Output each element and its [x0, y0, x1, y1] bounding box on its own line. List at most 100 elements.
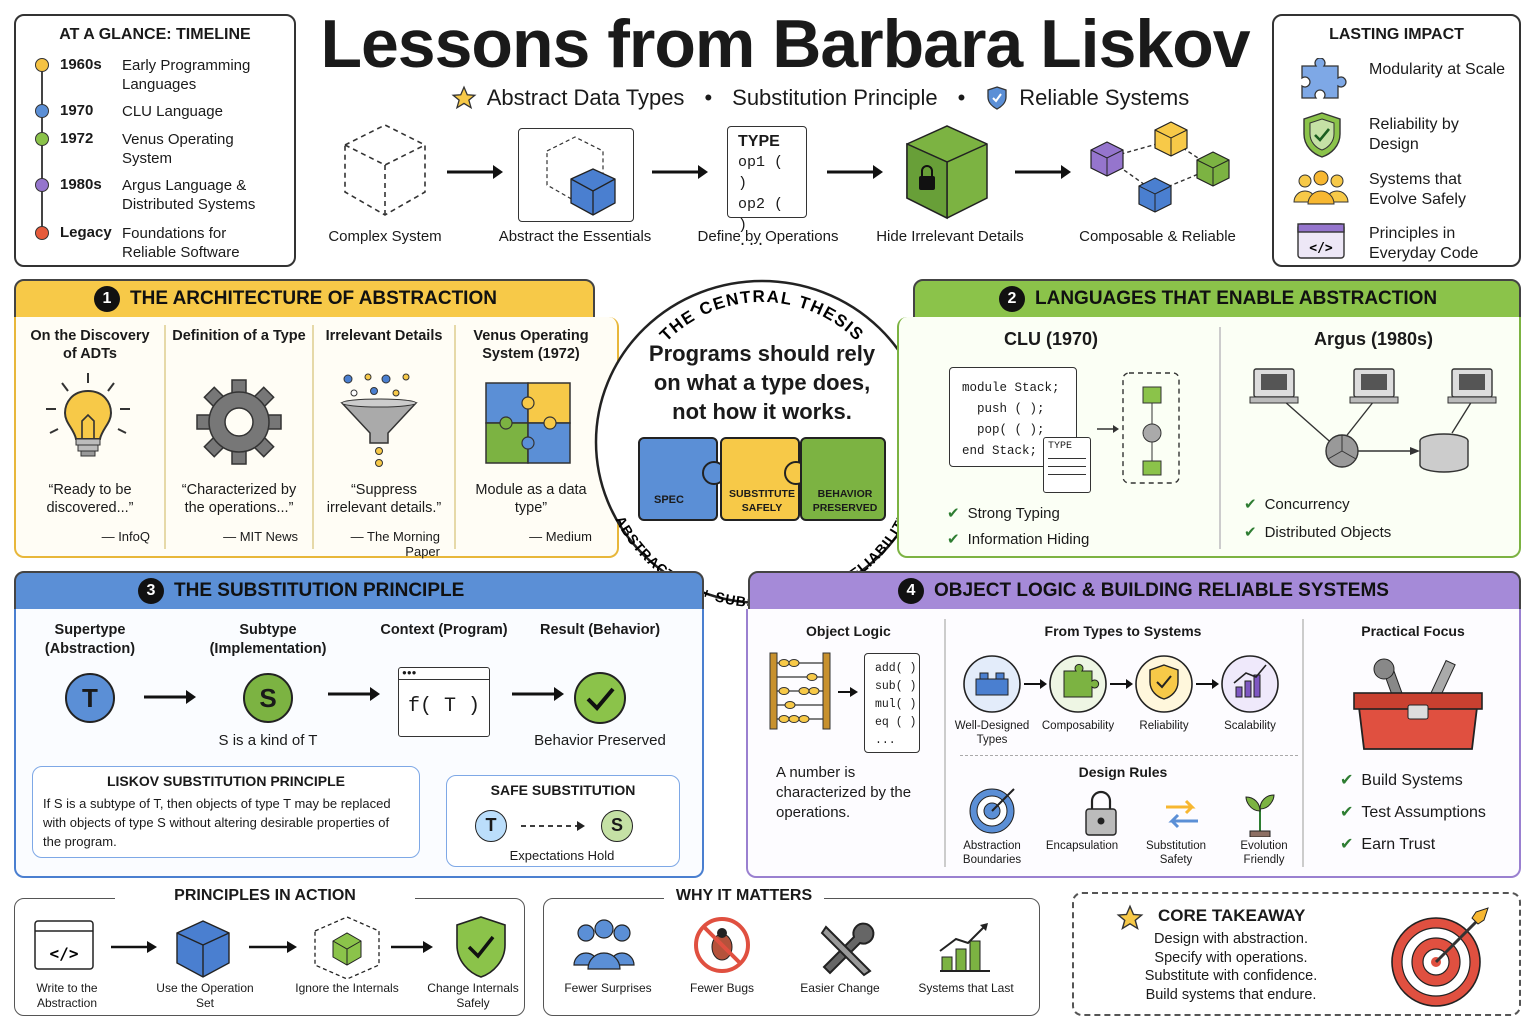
- abacus-icon: [769, 652, 831, 730]
- check-item: ✔Information Hiding: [947, 527, 1089, 553]
- sec1-col-divider: [454, 325, 456, 549]
- arrow-right-icon: [512, 687, 564, 701]
- sec1-col-title: Irrelevant Details: [325, 328, 443, 344]
- sec1-col-divider: [312, 325, 314, 549]
- flow-step-define-operations: Define by Operations: [697, 228, 839, 245]
- check-item: ✔Test Assumptions: [1340, 797, 1486, 829]
- sec3-step-caption: Behavior Preserved: [534, 732, 666, 749]
- sec3-step-title: Supertype (Abstraction): [44, 622, 136, 657]
- arrow-right-icon: [447, 165, 503, 179]
- object-logic-title: Object Logic: [806, 623, 891, 639]
- check-icon: ✔: [1340, 772, 1354, 789]
- gear-icon: [196, 379, 282, 465]
- section3-header: 3 THE SUBSTITUTION PRINCIPLE: [14, 571, 704, 611]
- thesis-text: Programs should rely on what a type does…: [648, 341, 876, 424]
- why-heading: WHY IT MATTERS: [664, 887, 824, 905]
- section2-body: CLU (1970) module Stack; push ( ); pop( …: [897, 317, 1521, 558]
- people-icon: [1293, 170, 1349, 205]
- subtitle-row: Abstract Data Types • Substitution Princ…: [420, 82, 1220, 114]
- check-label: Information Hiding: [967, 531, 1090, 548]
- section4-divider-2: [1302, 619, 1304, 867]
- flow-step-composable: Composable & Reliable: [1079, 228, 1236, 245]
- section4-divider-1: [944, 619, 946, 867]
- type-card-title: TYPE: [738, 133, 780, 150]
- section2-title: LANGUAGES THAT ENABLE ABSTRACTION: [1035, 288, 1438, 309]
- puzzle-spec-label: SPEC: [654, 494, 684, 506]
- clu-type-label: TYPE: [1048, 441, 1073, 452]
- target-icon: [1391, 907, 1489, 1007]
- sec1-col-title: On the Discovery of ADTs: [30, 328, 150, 362]
- sec1-col-quote: Module as a data type”: [475, 482, 587, 516]
- timeline-year: 1972: [60, 130, 94, 147]
- check-icon: ✔: [1340, 804, 1354, 821]
- sec3-step-title: Subtype (Implementation): [209, 622, 327, 657]
- toolbox-icon: [1353, 658, 1483, 750]
- timeline-label: Venus Operating System: [122, 131, 234, 167]
- why-label: Easier Change: [800, 981, 880, 995]
- check-icon: ✔: [1244, 496, 1257, 513]
- tts-label: Reliability: [1139, 720, 1189, 732]
- section2-header: 2 LANGUAGES THAT ENABLE ABSTRACTION: [913, 279, 1521, 319]
- timeline-label: Argus Language & Distributed Systems: [122, 177, 256, 213]
- op-item: sub( ): [875, 680, 917, 693]
- check-circle-icon: [574, 672, 626, 724]
- arrow-right-icon: [652, 165, 708, 179]
- tts-label: Composability: [1041, 720, 1115, 732]
- timeline-dot: [35, 132, 49, 146]
- check-item: ✔Earn Trust: [1340, 829, 1486, 861]
- check-label: Earn Trust: [1361, 836, 1436, 853]
- timeline-year: 1970: [60, 102, 94, 119]
- svg-text:</>: </>: [50, 944, 79, 963]
- clu-code-line: end Stack;: [962, 444, 1038, 458]
- lsp-title: LISKOV SUBSTITUTION PRINCIPLE: [106, 773, 345, 789]
- takeaway-line: Substitute with confidence.: [1144, 968, 1318, 984]
- section1-header: 1 THE ARCHITECTURE OF ABSTRACTION: [14, 279, 595, 319]
- star-icon: [451, 85, 477, 110]
- takeaway-line: Build systems that endure.: [1145, 986, 1317, 1003]
- why-label: Fewer Bugs: [689, 981, 755, 995]
- puzzle-grid-icon: [485, 382, 571, 464]
- sec1-col-divider: [164, 325, 166, 549]
- takeaway-heading: CORE TAKEAWAY: [1158, 906, 1306, 925]
- timeline-label: Foundations for Reliable Software: [122, 225, 240, 261]
- flow-step-hide-details: Hide Irrelevant Details: [876, 228, 1024, 245]
- subtitle-separator: •: [957, 85, 966, 110]
- practical-checks: ✔Build Systems✔Test Assumptions✔Earn Tru…: [1340, 765, 1486, 861]
- clu-type-card: TYPE: [1043, 437, 1091, 493]
- timeline-dot: [35, 58, 49, 72]
- check-label: Concurrency: [1264, 496, 1350, 513]
- abstract-essentials-frame: [518, 128, 634, 222]
- shield-check-icon: [1303, 112, 1341, 158]
- sec1-col-title: Venus Operating System (1972): [473, 328, 589, 362]
- flow-step-complex-system: Complex System: [328, 228, 442, 245]
- sec1-col-quote: “Ready to be discovered...”: [46, 482, 134, 516]
- clu-code-line: push ( );: [962, 402, 1045, 416]
- star-icon: [1116, 904, 1144, 931]
- action-heading: PRINCIPLES IN ACTION: [115, 887, 415, 905]
- action-icons: </>: [34, 916, 506, 980]
- practical-focus-title: Practical Focus: [1361, 623, 1465, 639]
- check-item: ✔ Concurrency: [1244, 491, 1391, 519]
- subtitle-substitution-principle: Substitution Principle: [732, 85, 938, 110]
- dashed-cube-icon: [344, 124, 426, 216]
- sec3-step-title: Result (Behavior): [539, 622, 661, 638]
- type-card-more: ...: [738, 233, 766, 250]
- safe-t-badge: T: [475, 810, 507, 842]
- action-label: Use the Operation Set: [156, 981, 254, 1010]
- ops-card: add( )sub( )mul( )eq ( )...: [864, 653, 920, 753]
- timeline-dot: [35, 104, 49, 118]
- check-label: Strong Typing: [967, 505, 1060, 522]
- impact-label: Principles in Everyday Code: [1369, 225, 1479, 262]
- subtitle-abstract-data-types: Abstract Data Types: [486, 85, 685, 110]
- types-to-systems-title: From Types to Systems: [1044, 623, 1202, 639]
- locked-cube-icon: [906, 125, 988, 220]
- arrow-right-icon: [838, 687, 858, 697]
- shield-icon: [987, 86, 1007, 110]
- check-label: Distributed Objects: [1264, 524, 1392, 541]
- sec1-col-quote: “Characterized by the operations...”: [181, 482, 297, 516]
- principles-action-panel: PRINCIPLES IN ACTION </> Write to the Ab…: [14, 887, 525, 1016]
- clu-title: CLU (1970): [1004, 329, 1099, 349]
- context-window: ●●● f( T ): [398, 667, 490, 737]
- timeline-dot: [35, 226, 49, 240]
